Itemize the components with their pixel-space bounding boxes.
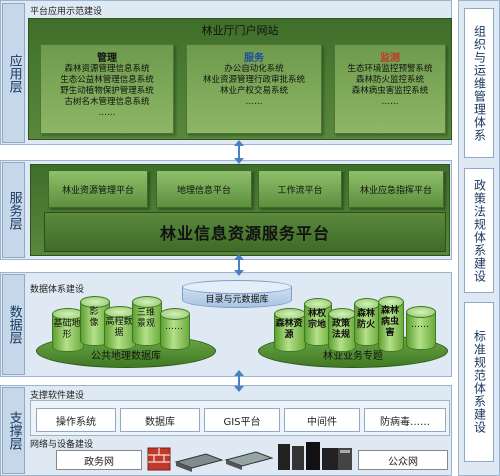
management-line: 生态公益林管理信息系统 [60,75,154,85]
gov-network: 政务网 [56,450,142,470]
monitoring-line: 森林防火监控系统 [355,75,424,85]
support-item-os: 操作系统 [36,408,116,432]
data-layer-label: 数据层 [2,274,25,375]
arrow-service-data [234,254,244,276]
support-layer-label: 支撑层 [2,387,25,474]
storage-icon [338,448,352,470]
switch-icon [174,453,224,472]
cylinder-forest-tenure: 林权宗地 [304,298,332,346]
service-app-line: 林业产权交易系统 [219,86,288,96]
management-line: 野生动植物保护管理系统 [60,86,154,96]
service-app-line: 林业资源管理行政审批系统 [202,75,305,85]
service-item: 林业资源管理平台 [48,170,148,208]
server-icon [278,442,340,470]
management-box: 管理 森林资源管理信息系统 生态公益林管理信息系统 野生动植物保护管理系统 古树… [40,44,174,134]
cylinder-3d-landscape: 三维景观 [132,296,162,346]
application-section-title: 平台应用示范建设 [30,7,103,17]
support-section-title: 支撑软件建设 [30,391,85,401]
support-item-antivirus: 防病毒…… [364,408,446,432]
service-app-box: 服务 办公自动化系统 林业资源管理行政审批系统 林业产权交易系统 …… [186,44,322,134]
monitoring-box: 监测 生态环境监控预警系统 森林防火监控系统 森林病虫害监控系统 …… [334,44,446,134]
resource-service-platform: 林业信息资源服务平台 [44,212,446,252]
management-line: 森林资源管理信息系统 [64,64,150,74]
management-title: 管理 [97,53,117,64]
cylinder-elevation: 高程数据 [104,306,136,350]
network-section-title: 网络与设备建设 [30,440,94,450]
cylinder-pest: 森林病虫害 [378,296,404,352]
side-item-organization: 组织与运维管理体系 [464,8,494,158]
forestry-topic-label: 林业业务专题 [323,351,383,362]
service-app-line: 办公自动化系统 [224,64,284,74]
monitoring-ellipsis: …… [381,97,399,107]
data-section-title: 数据体系建设 [30,285,85,295]
service-app-title: 服务 [244,53,264,64]
network-equipment-icons [147,442,340,472]
support-item-middleware: 中间件 [284,408,360,432]
side-item-standards: 标准规范体系建设 [464,302,494,462]
service-item: 工作流平台 [258,170,342,208]
application-layer-label: 应用层 [2,3,25,143]
public-network: 公众网 [358,450,448,470]
cylinder-policy: 政策法规 [328,308,356,352]
portal-title: 林业厅门户网站 [201,24,279,37]
support-item-gis: GIS平台 [204,408,280,432]
arrow-app-service [234,140,244,164]
firewall-icon [147,447,171,471]
public-geo-label: 公共地理数据库 [91,351,161,362]
catalog-database: 目录与元数据库 [182,280,292,314]
service-item: 地理信息平台 [156,170,252,208]
cylinder-base-terrain: 基础地形 [52,308,84,352]
service-app-ellipsis: …… [245,97,263,107]
service-layer-label: 服务层 [2,162,25,258]
management-ellipsis: …… [98,108,116,118]
support-item-database: 数据库 [120,408,200,432]
arrow-data-support [234,370,244,392]
catalog-label: 目录与元数据库 [205,295,269,305]
cylinder-fire-prevention: 森林防火 [354,298,380,346]
monitoring-line: 森林病虫害监控系统 [351,86,429,96]
side-item-policy: 政策法规体系建设 [464,168,494,293]
monitoring-line: 生态环境监控预警系统 [347,64,433,74]
cylinder-more-geo: …… [160,308,190,350]
cylinder-more-forestry: …… [406,306,436,350]
management-line: 古树名木管理信息系统 [64,97,150,107]
cylinder-forest-resource: 森林资源 [274,308,306,352]
service-item: 林业应急指挥平台 [348,170,444,208]
monitoring-title: 监测 [380,53,400,64]
router-icon [224,451,274,470]
